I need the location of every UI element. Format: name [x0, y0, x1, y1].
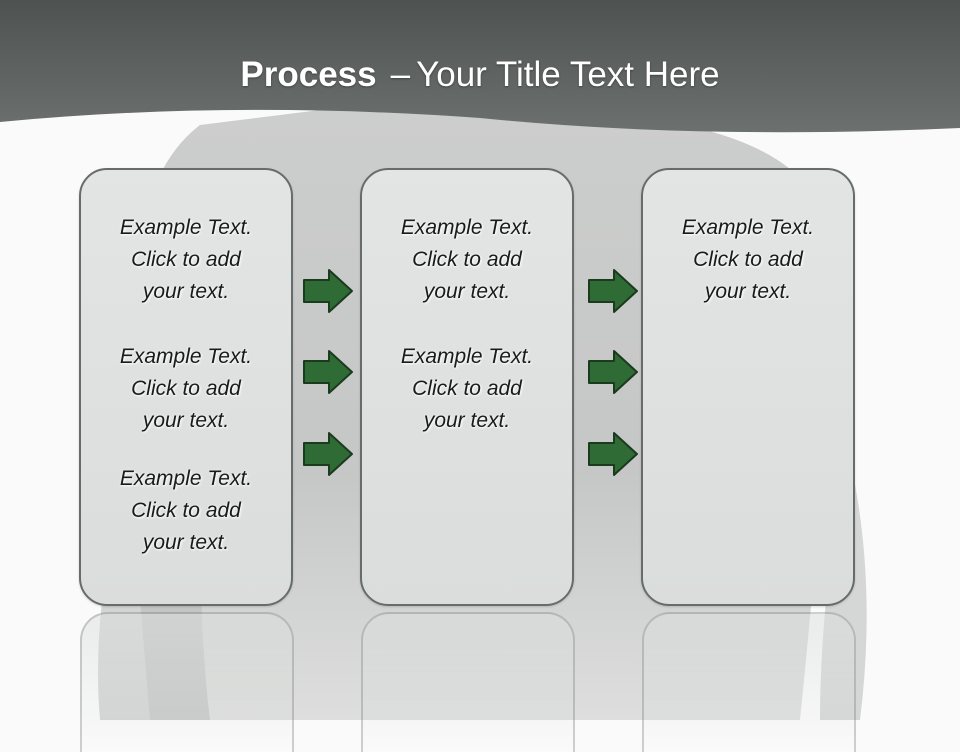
text-line: your text.	[142, 531, 230, 554]
text-line: your text.	[142, 280, 230, 303]
right-arrow-icon	[588, 269, 638, 313]
text-line: Example Text.	[400, 345, 534, 368]
text-line: Example Text.	[681, 216, 815, 239]
right-arrow-icon	[588, 350, 638, 394]
text-line: Click to add	[693, 248, 803, 271]
text-line: Example Text.	[400, 216, 534, 239]
right-arrow-icon	[303, 350, 353, 394]
card-text-block[interactable]: Example Text. Click to add your text.	[362, 341, 572, 437]
text-line: Example Text.	[119, 467, 253, 490]
text-line: Click to add	[412, 248, 522, 271]
text-line: Click to add	[131, 377, 241, 400]
title-bold: Process	[240, 55, 377, 94]
card-reflection	[642, 612, 856, 752]
slide-title[interactable]: Process–Your Title Text Here	[0, 50, 960, 100]
title-dash: –	[390, 55, 411, 94]
text-line: Example Text.	[119, 216, 253, 239]
text-line: your text.	[423, 280, 511, 303]
text-line: your text.	[704, 280, 792, 303]
header-band	[0, 0, 960, 133]
card-text-block[interactable]: Example Text. Click to add your text.	[81, 341, 291, 437]
card-text-block[interactable]: Example Text. Click to add your text.	[81, 463, 291, 559]
right-arrow-icon	[588, 432, 638, 476]
text-line: your text.	[423, 409, 511, 432]
text-line: Click to add	[131, 499, 241, 522]
title-rest: Your Title Text Here	[416, 55, 720, 94]
process-card-1[interactable]: Example Text. Click to add your text. Ex…	[79, 168, 293, 606]
process-card-3[interactable]: Example Text. Click to add your text.	[641, 168, 855, 606]
text-line: Click to add	[412, 377, 522, 400]
right-arrow-icon	[303, 269, 353, 313]
text-line: Click to add	[131, 248, 241, 271]
right-arrow-icon	[303, 432, 353, 476]
text-line: your text.	[142, 409, 230, 432]
card-text-block[interactable]: Example Text. Click to add your text.	[643, 212, 853, 308]
process-card-2[interactable]: Example Text. Click to add your text. Ex…	[360, 168, 574, 606]
card-reflection	[361, 612, 575, 752]
card-text-block[interactable]: Example Text. Click to add your text.	[81, 212, 291, 308]
card-reflection	[80, 612, 294, 752]
card-text-block[interactable]: Example Text. Click to add your text.	[362, 212, 572, 308]
text-line: Example Text.	[119, 345, 253, 368]
